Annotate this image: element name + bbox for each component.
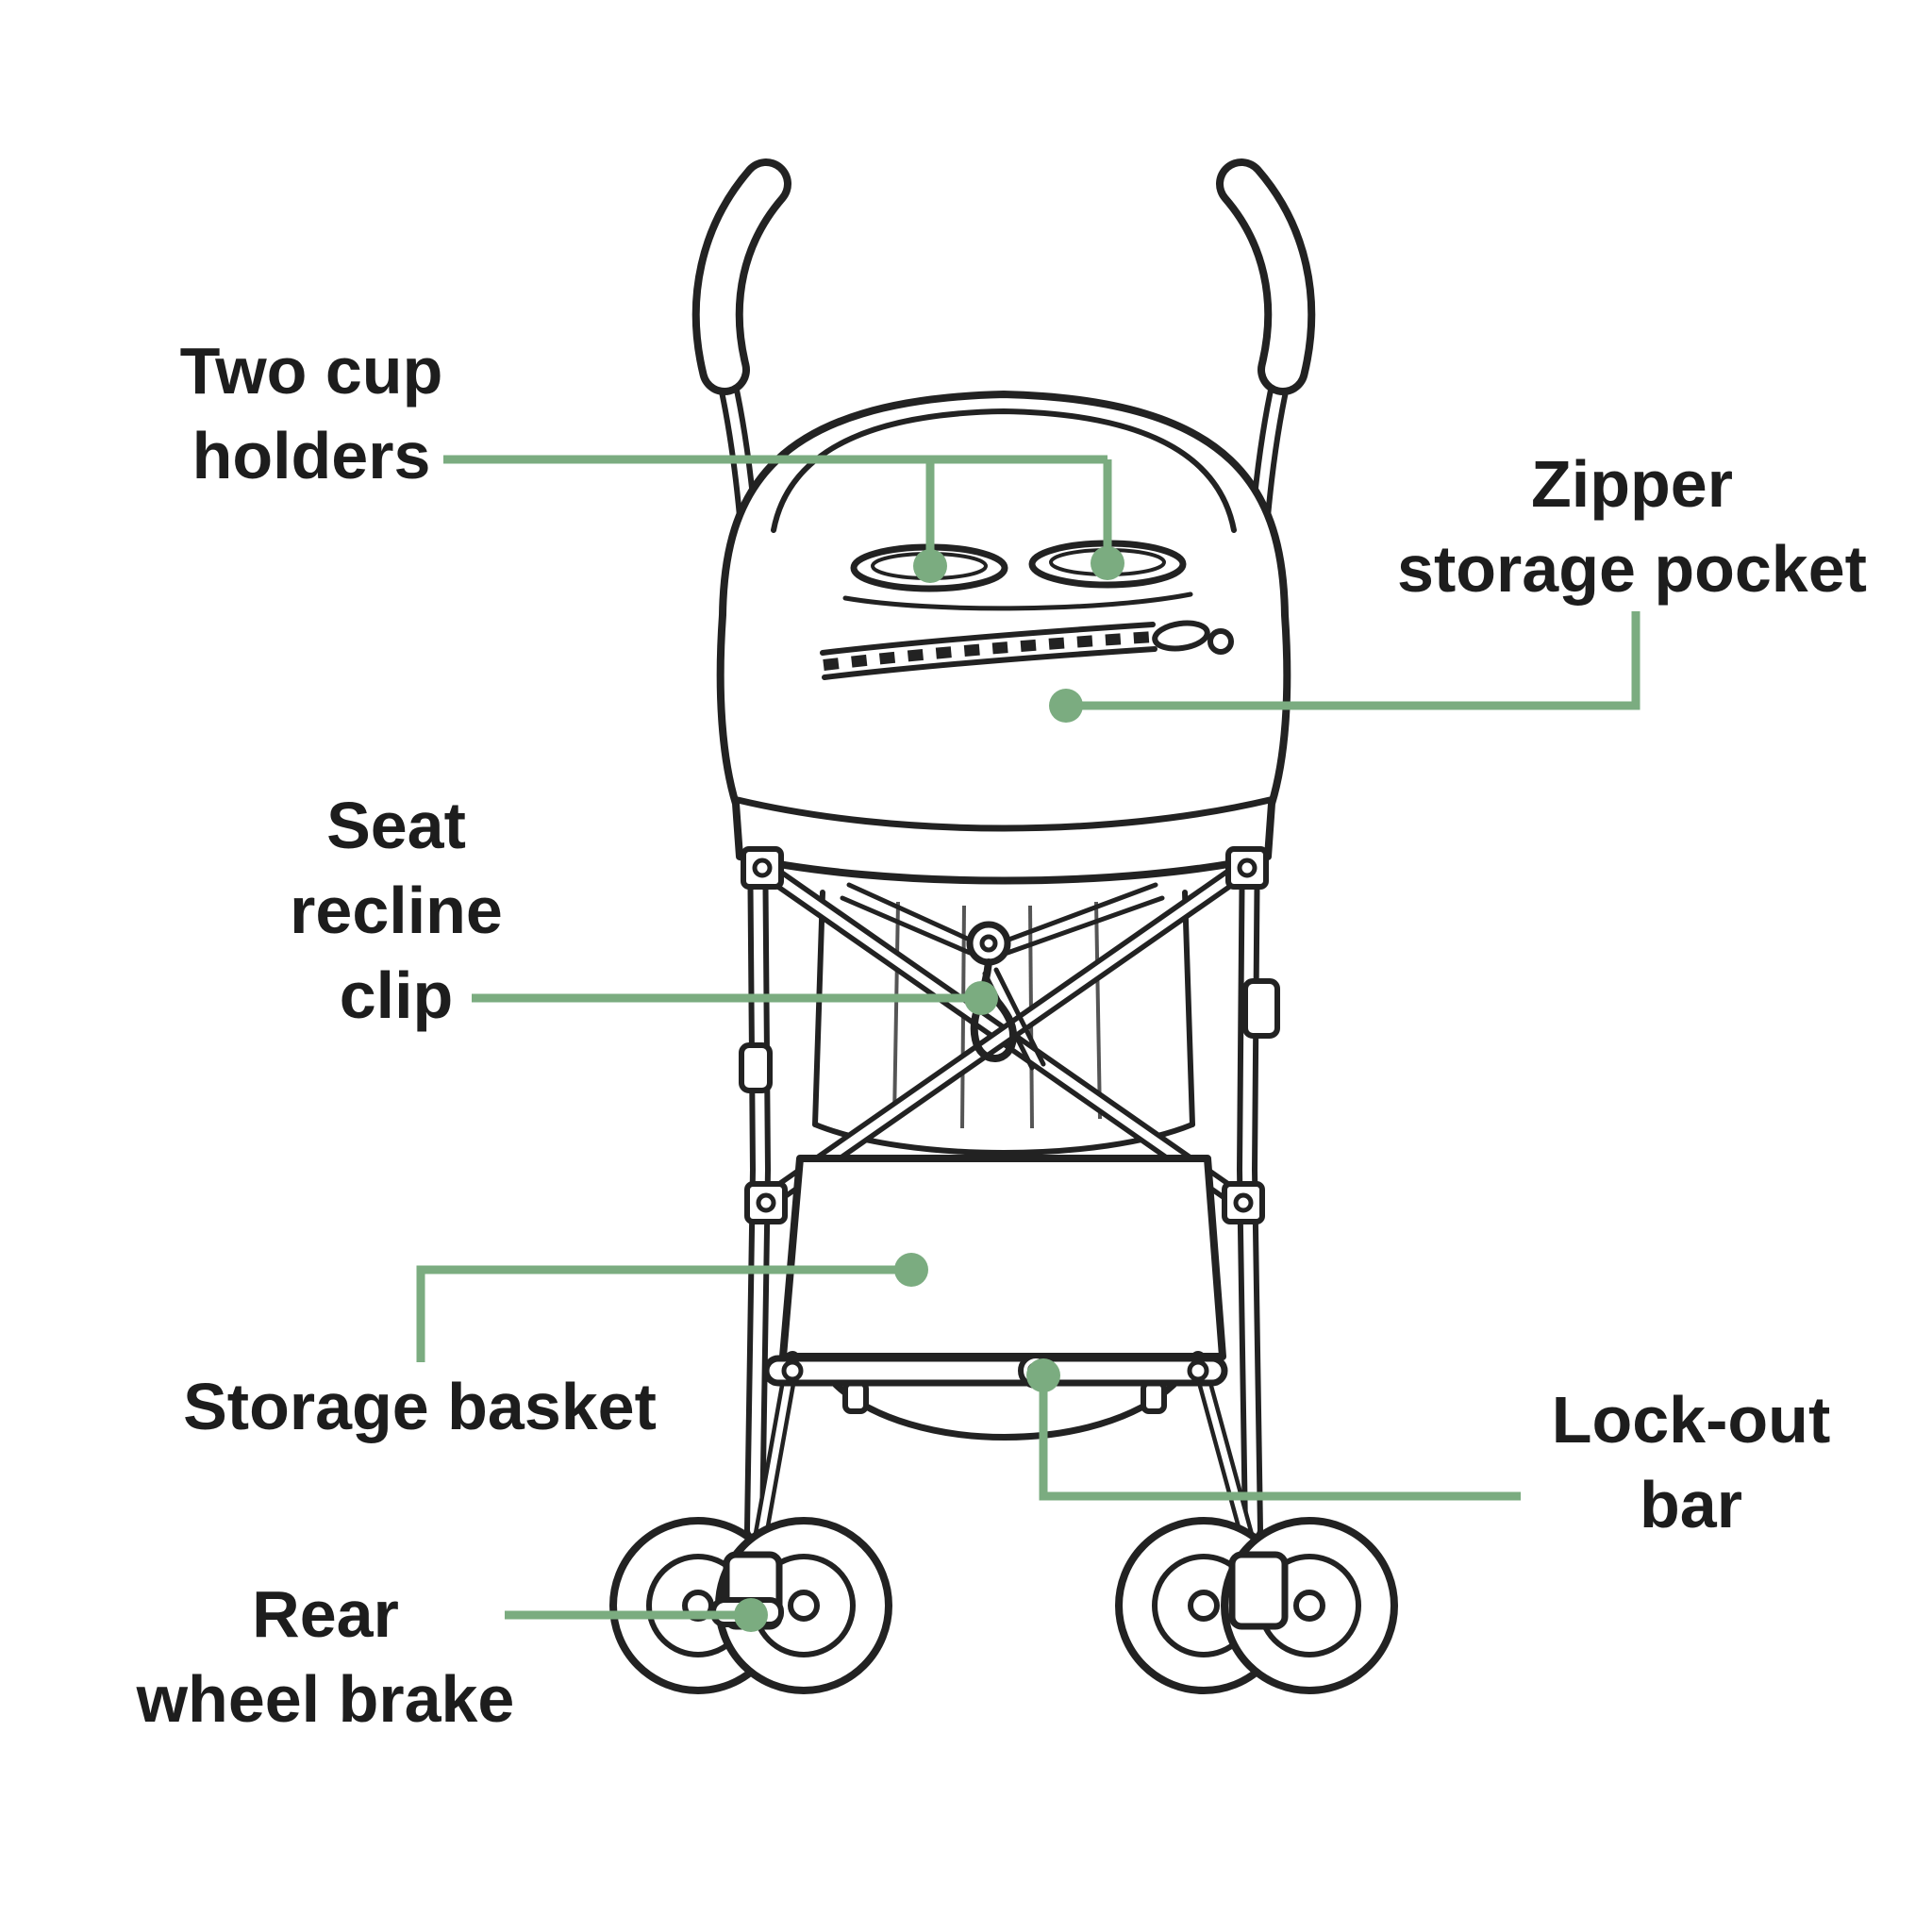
handle-grip-left-inner — [699, 166, 784, 388]
marker-zipper-pocket — [1049, 689, 1083, 723]
marker-rear-wheel-brake — [734, 1598, 768, 1632]
recline-clip-hole — [979, 934, 998, 953]
recline-strap-down-a — [993, 967, 1046, 1067]
zipper-bottom-line — [822, 646, 1158, 680]
label-rear-wheel-brake-line2: wheel brake — [136, 1662, 515, 1736]
zipper — [820, 620, 1234, 680]
rear-leg-left-inner — [757, 1355, 796, 1541]
marker-lock-out-bar — [1026, 1358, 1060, 1392]
canopy-bottom-band — [734, 796, 1274, 832]
tray-edge — [842, 591, 1193, 611]
marker-seat-recline-clip — [964, 981, 998, 1015]
rear-leg-right-inner — [1194, 1355, 1251, 1541]
recline-strap-left-b — [840, 895, 973, 956]
basket-under-curve — [832, 1381, 1177, 1441]
fold-latch-right — [1242, 978, 1280, 1039]
label-seat-recline-clip: Seat recline clip — [217, 783, 575, 1038]
label-seat-recline-clip-line1: Seat — [326, 789, 466, 862]
marker-cup-holder-right — [1091, 546, 1124, 580]
label-lock-out-bar: Lock-out bar — [1509, 1377, 1873, 1547]
basket-tab-left — [842, 1380, 869, 1414]
zipper-teeth — [823, 631, 1155, 671]
corner-rivet-br — [1233, 1192, 1254, 1213]
label-rear-wheel-brake-line1: Rear — [252, 1577, 399, 1651]
wheel-right-inner-hub — [1188, 1590, 1220, 1622]
basket-body — [779, 1155, 1226, 1360]
label-seat-recline-clip-line3: clip — [339, 958, 454, 1032]
connector-storage-basket — [416, 1265, 911, 1362]
label-zipper-pocket-line2: storage pocket — [1397, 532, 1867, 606]
cross-frame — [741, 846, 1269, 1224]
tube-hardware — [739, 978, 1280, 1093]
zipper-slider — [1152, 620, 1210, 652]
storage-basket — [779, 1155, 1226, 1441]
wheel-left-inner-hub — [788, 1590, 820, 1622]
lock-out-bar-rail — [762, 1355, 1228, 1387]
seat-edge-left — [812, 890, 825, 1127]
rear-legs — [753, 1351, 1255, 1545]
label-cup-holders-line1: Two cup — [179, 334, 443, 408]
zipper-pull-ring — [1208, 628, 1234, 655]
label-cup-holders-line2: holders — [192, 419, 431, 492]
lock-out-bolt-left — [781, 1359, 804, 1382]
connector-lock-out-bar — [1039, 1375, 1521, 1501]
connector-cup-holders — [443, 455, 1112, 566]
recline-strap-right-b — [1005, 895, 1165, 956]
stroller-illustration — [609, 158, 1398, 1694]
basket-tab-right — [1141, 1380, 1167, 1414]
label-seat-recline-clip-line2: recline — [290, 874, 503, 947]
marker-storage-basket — [894, 1253, 928, 1287]
seat-edge-right — [1182, 890, 1195, 1127]
seat-pleat-4 — [1094, 901, 1102, 1120]
lock-out-bar — [762, 1353, 1228, 1389]
annotation-dots — [734, 546, 1124, 1632]
label-zipper-pocket-line1: Zipper — [1531, 447, 1733, 521]
wheels-right — [1115, 1517, 1398, 1694]
cross-bar-b-inner — [759, 861, 1252, 1208]
label-lock-out-bar-line1: Lock-out — [1551, 1383, 1831, 1457]
label-zipper-pocket: Zipper storage pocket — [1330, 441, 1932, 611]
seat-pleat-1 — [892, 901, 900, 1120]
handle-grip-right-inner — [1224, 166, 1308, 388]
label-rear-wheel-brake: Rear wheel brake — [85, 1572, 566, 1741]
label-lock-out-bar-line2: bar — [1640, 1468, 1742, 1541]
recline-strap-right-a — [1001, 882, 1158, 944]
axle-housing-right — [1228, 1551, 1289, 1630]
marker-cup-holder-left — [913, 549, 947, 583]
label-storage-basket-line1: Storage basket — [183, 1370, 657, 1443]
label-storage-basket: Storage basket — [142, 1364, 698, 1449]
corner-rivet-tl — [752, 858, 773, 878]
wheel-right-hub — [1293, 1590, 1325, 1622]
lock-out-bolt-right — [1187, 1359, 1209, 1382]
zipper-top-line — [820, 622, 1156, 656]
connector-zipper-pocket — [1066, 611, 1641, 710]
label-cup-holders: Two cup holders — [123, 328, 500, 498]
handle-grips — [691, 158, 1316, 395]
hinge-left — [739, 1042, 773, 1093]
corner-rivet-bl — [756, 1192, 776, 1213]
corner-rivet-tr — [1237, 858, 1257, 878]
annotation-lines — [416, 455, 1641, 1620]
recline-strap-left-a — [846, 882, 976, 944]
